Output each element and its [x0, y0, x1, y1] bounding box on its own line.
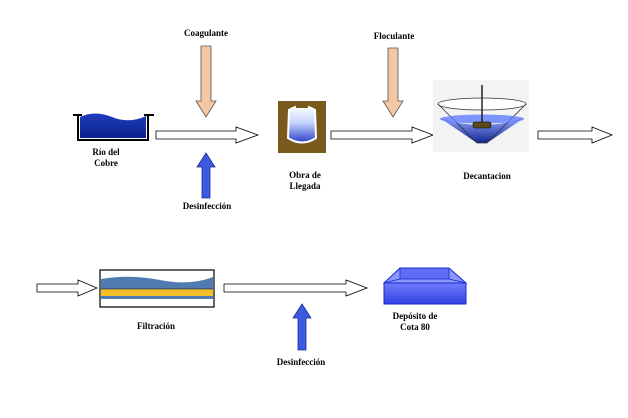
rio-label-line2: Cobre [94, 158, 118, 168]
decantacion-label: Decantacion [463, 171, 511, 181]
obra-label-line1: Obra de [289, 170, 321, 180]
flow-arrow [155, 126, 260, 144]
floculante-arrow [382, 47, 404, 118]
flow-arrow [36, 279, 99, 297]
coagulante-label: Coagulante [183, 28, 228, 38]
flow-arrow [537, 126, 614, 144]
inlet-tank-icon [278, 101, 326, 153]
desinfeccion-bottom-label: Desinfección [276, 357, 326, 367]
reservoir-icon [382, 267, 468, 305]
deposito-label-line1: Depósito de [392, 311, 438, 321]
river-channel-icon [73, 113, 154, 141]
desinfeccion-top-label: Desinfección [182, 201, 232, 211]
clarifier-icon [433, 80, 529, 152]
flow-arrow [330, 126, 435, 144]
floculante-label: Floculante [373, 31, 415, 41]
flow-arrow [223, 279, 369, 297]
disinfection-arrow-bottom [292, 303, 312, 351]
disinfection-arrow-top [196, 152, 216, 199]
filtracion-label: Filtración [137, 321, 175, 331]
filter-bed-icon [99, 269, 215, 308]
coagulante-arrow [195, 45, 217, 118]
rio-label-line1: Río del [92, 147, 120, 157]
deposito-label-line2: Cota 80 [400, 322, 430, 332]
obra-label-line2: Llegada [289, 181, 321, 191]
